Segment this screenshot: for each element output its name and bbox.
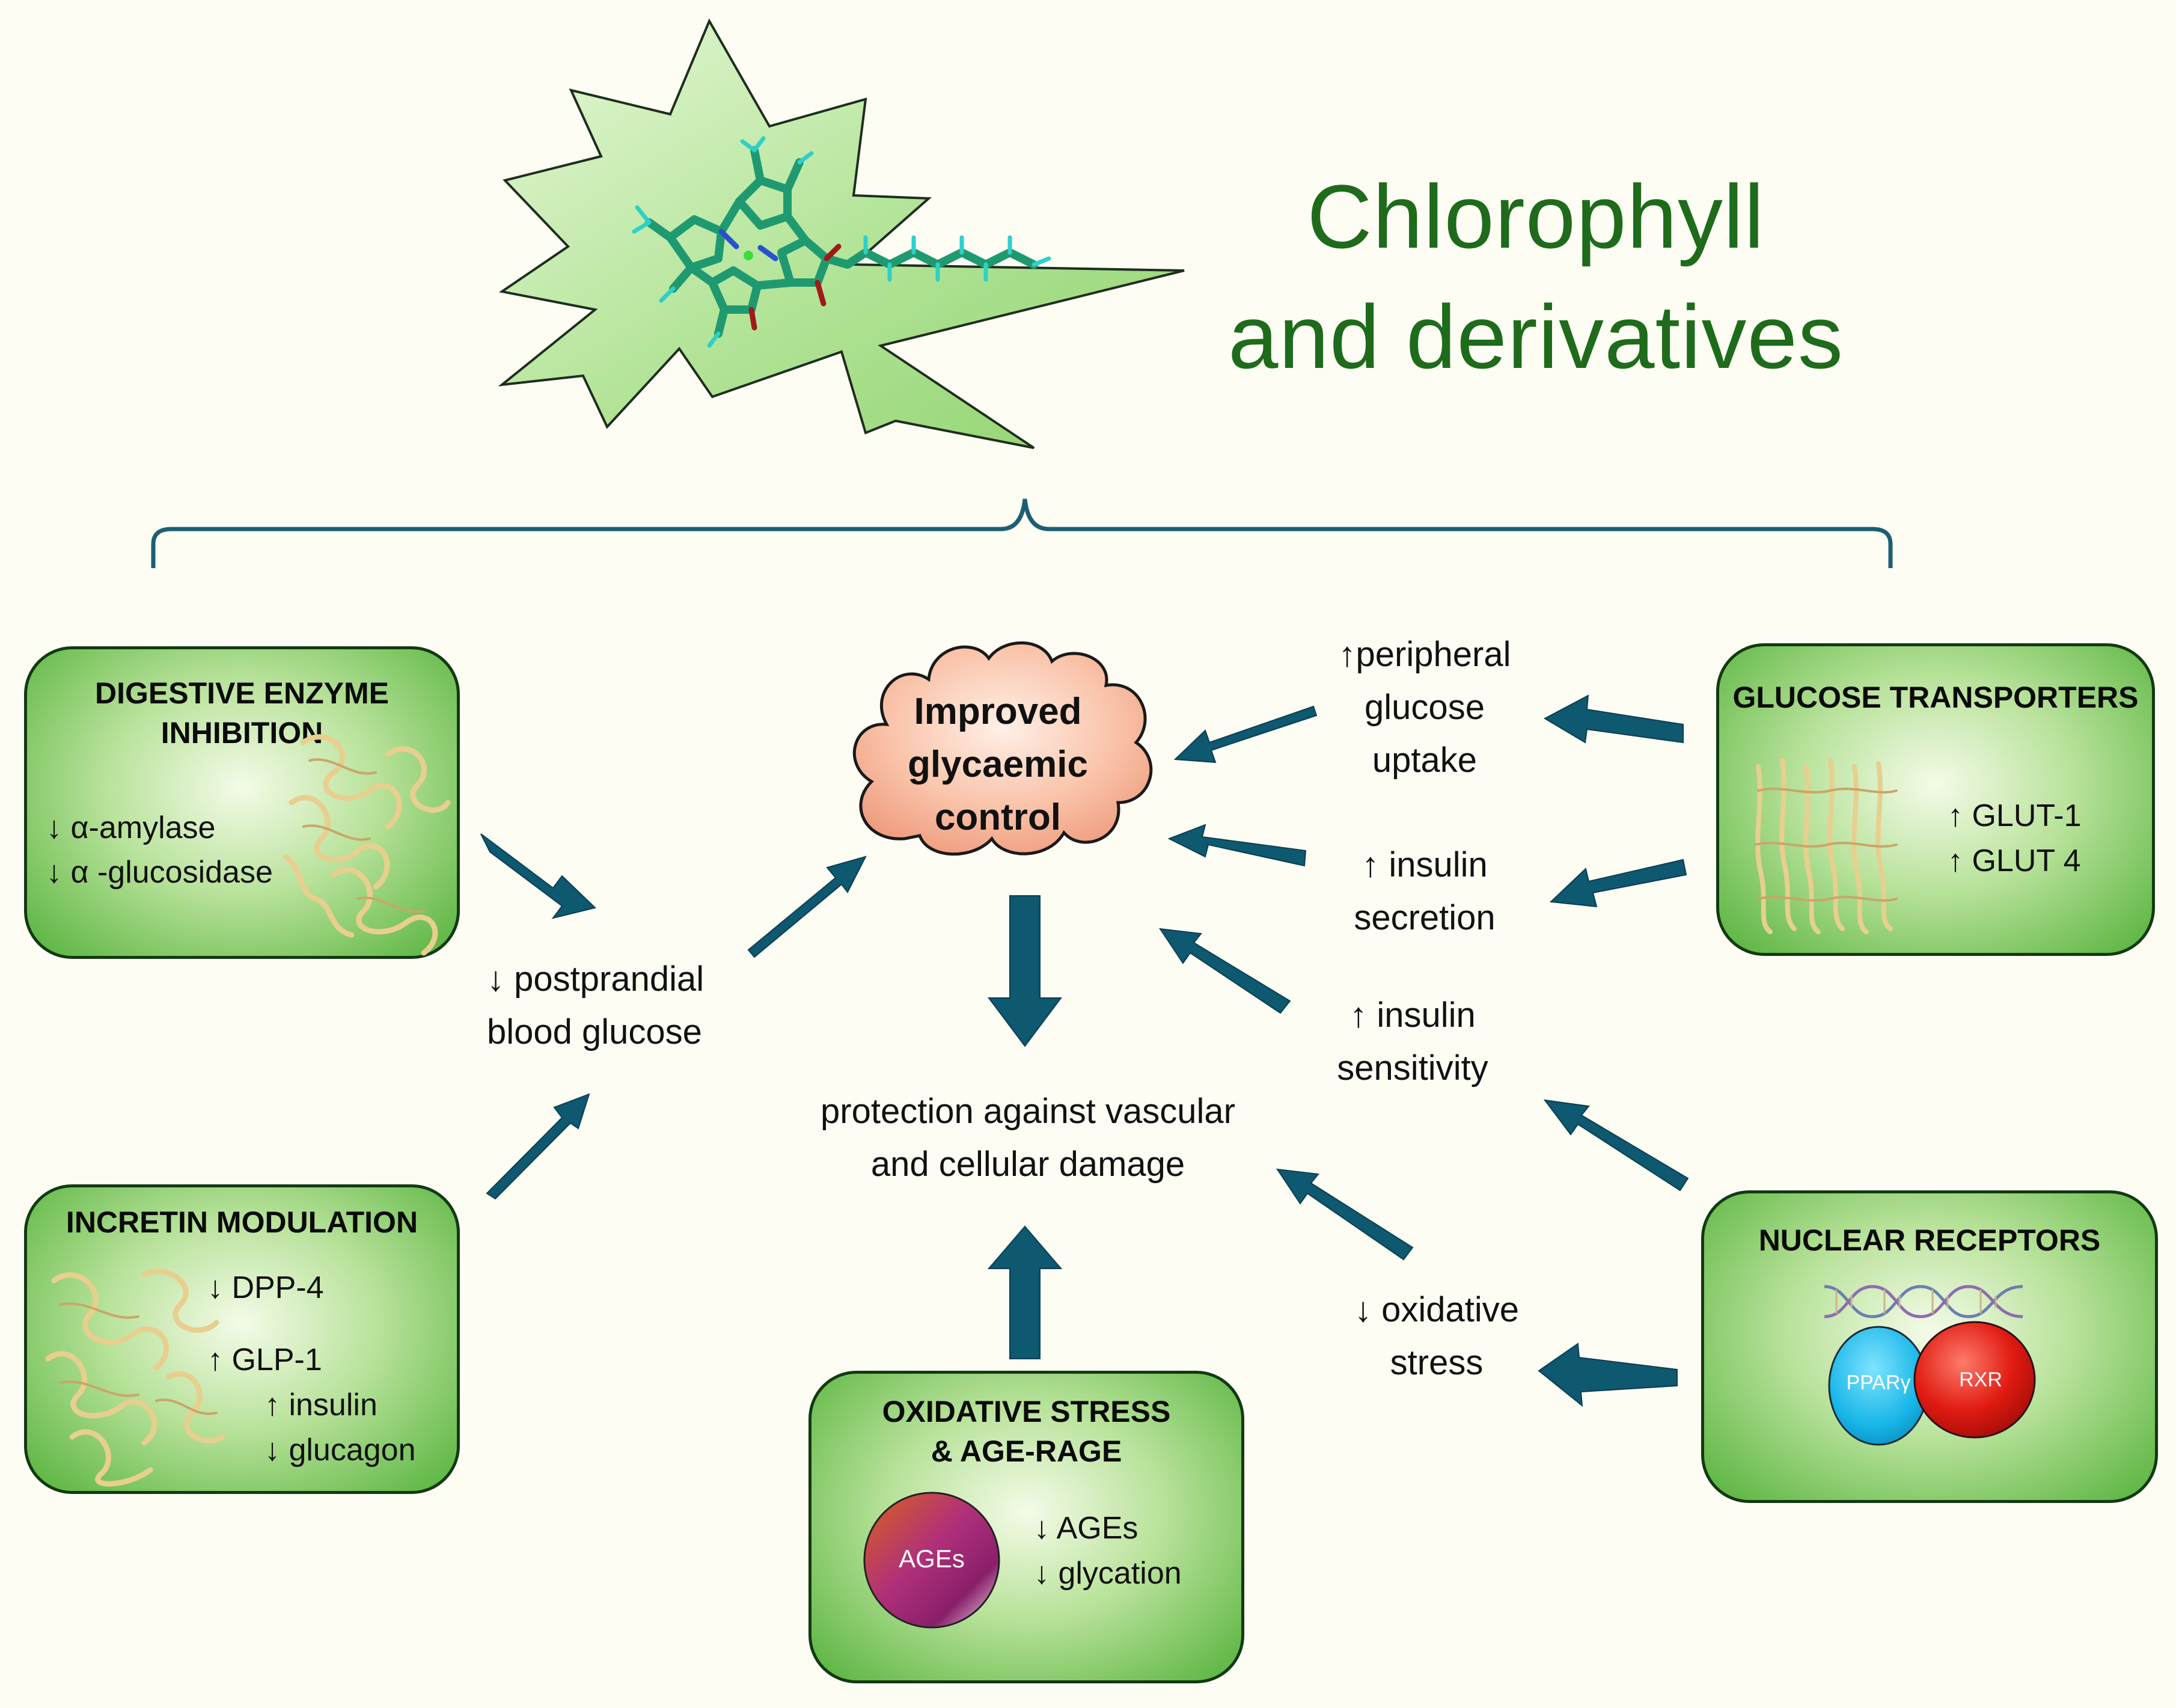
sensitivity-line-2: sensitivity [1337, 1048, 1488, 1088]
rxr-label: RXR [1959, 1368, 2002, 1391]
protein-ribbon-icon [283, 734, 451, 956]
box-glucose-transporters: GLUCOSE TRANSPORTERS ↑ GLUT-1 ↑ GLUT 4 [1716, 643, 2155, 956]
bracket [151, 498, 1893, 568]
box-nuclear-receptors: NUCLEAR RECEPTORS PPARγ RXR [1701, 1190, 2158, 1503]
ages-sphere-icon [863, 1492, 1000, 1629]
insulin-sensitivity-label: ↑ insulin sensitivity [1298, 989, 1527, 1095]
digestive-title-line-2: INHIBITION [160, 716, 323, 750]
receptor-dimer-icon [1828, 1321, 2036, 1446]
arrow-postprandial-to-control [747, 856, 867, 958]
ppar-label: PPARγ [1846, 1371, 1911, 1394]
sensitivity-line-1: ↑ insulin [1349, 996, 1476, 1035]
chlorophyll-molecule-icon [632, 136, 1051, 348]
glucose-item-2: ↑ GLUT 4 [1948, 843, 2081, 878]
nuclear-title: NUCLEAR RECEPTORS [1758, 1223, 2101, 1257]
oxidative-title-line-2: & AGE-RAGE [931, 1434, 1122, 1468]
insulin-secretion-label: ↑ insulin secretion [1310, 839, 1539, 944]
glucose-title: GLUCOSE TRANSPORTERS [1732, 681, 2139, 714]
arrow-sensitivity-to-control [1158, 928, 1291, 1014]
digestive-item-1: ↓ α-amylase [46, 810, 216, 845]
arrow-nuclear-to-oxidative [1538, 1342, 1678, 1407]
arrow-digestive-to-postprandial [480, 833, 597, 919]
arrow-control-to-protection [988, 895, 1062, 1047]
protein-ribbon-icon [45, 1269, 225, 1487]
oxidative-item-1: ↓ AGEs [1034, 1511, 1138, 1546]
rxr-receptor [1913, 1321, 2036, 1439]
peripheral-line-3: uptake [1372, 741, 1478, 780]
postprandial-line-2: blood glucose [487, 1012, 702, 1051]
postprandial-line-1: ↓ postprandial [487, 960, 704, 999]
cloud-line-1: Improved [914, 691, 1082, 732]
digestive-title-line-1: DIGESTIVE ENZYME [95, 676, 389, 710]
glucose-item-1: ↑ GLUT-1 [1948, 798, 2082, 833]
ages-circle-label: AGEs [899, 1544, 965, 1573]
improved-glycaemic-control-label: Improved glycaemic control [860, 685, 1136, 844]
incretin-item-4: ↓ glucagon [264, 1433, 416, 1468]
secretion-line-1: ↑ insulin [1362, 845, 1488, 884]
peripheral-line-1: ↑peripheral [1338, 635, 1511, 674]
arrow-oxbox-to-protection [987, 1225, 1063, 1359]
arrow-oxidative-to-protection [1276, 1168, 1414, 1261]
peripheral-uptake-label: ↑peripheral glucose uptake [1286, 628, 1563, 787]
cloud-line-2: glycaemic [908, 744, 1088, 785]
oxidative-line-2: stress [1390, 1343, 1484, 1382]
protein-ribbon-icon [1754, 758, 1898, 934]
oxidative-stress-label: ↓ oxidative stress [1322, 1284, 1551, 1389]
oxidative-title-line-1: OXIDATIVE STRESS [882, 1395, 1171, 1428]
incretin-item-1: ↓ DPP-4 [207, 1270, 324, 1305]
protection-line-2: and cellular damage [870, 1145, 1185, 1184]
arrow-peripheral-to-control [1173, 705, 1318, 764]
oxidative-title: OXIDATIVE STRESS & AGE-RAGE [811, 1392, 1241, 1471]
arrow-secretion-to-control [1167, 824, 1307, 867]
protection-line-1: protection against vascular [821, 1092, 1235, 1131]
arrow-incretin-to-postprandial [486, 1093, 590, 1200]
title-line-2: and derivatives [1228, 286, 1844, 387]
arrow-glut-to-peripheral [1543, 694, 1684, 744]
arrow-glut-to-secretion [1549, 859, 1687, 908]
box-digestive-enzyme: DIGESTIVE ENZYME INHIBITION ↓ α-amylase … [24, 646, 460, 959]
dna-helix-icon [1824, 1285, 2023, 1318]
postprandial-label: ↓ postprandial blood glucose [487, 953, 704, 1059]
box-incretin-modulation: INCRETIN MODULATION ↓ DPP-4 ↑ GLP-1 ↑ in… [24, 1184, 460, 1494]
digestive-item-2: ↓ α -glucosidase [46, 855, 273, 890]
incretin-item-3: ↑ insulin [264, 1388, 377, 1422]
digestive-title: DIGESTIVE ENZYME INHIBITION [27, 673, 457, 753]
title-line-1: Chlorophyll [1307, 166, 1765, 267]
peripheral-line-2: glucose [1365, 688, 1485, 727]
arrow-nuclear-to-sensitivity [1543, 1099, 1689, 1192]
secretion-line-2: secretion [1354, 898, 1496, 937]
oxidative-line-1: ↓ oxidative [1354, 1290, 1520, 1329]
incretin-item-2: ↑ GLP-1 [207, 1342, 322, 1377]
oxidative-item-2: ↓ glycation [1034, 1556, 1182, 1591]
starburst-shape [498, 18, 1185, 449]
arrows [480, 694, 1689, 1407]
incretin-title: INCRETIN MODULATION [66, 1205, 418, 1239]
cloud-shape [853, 641, 1153, 856]
cloud-line-3: control [934, 797, 1062, 838]
protection-label: protection against vascular and cellular… [727, 1085, 1328, 1191]
box-oxidative-stress: OXIDATIVE STRESS & AGE-RAGE AGEs ↓ AGEs … [808, 1371, 1244, 1683]
